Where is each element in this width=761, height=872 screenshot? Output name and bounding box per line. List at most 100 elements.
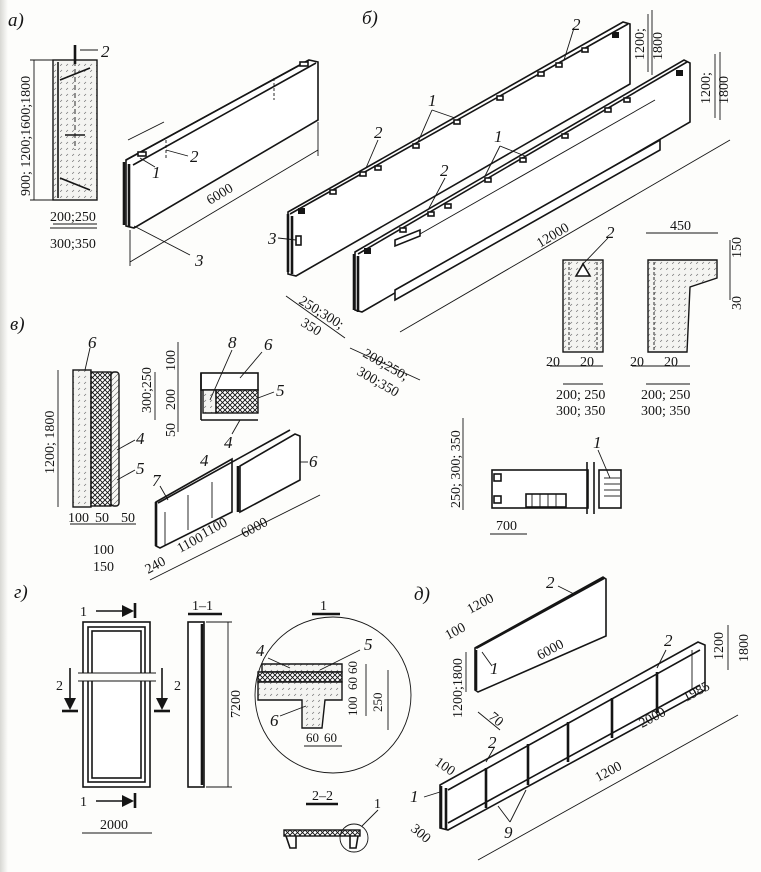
sheet-thickness: 100 <box>443 620 469 643</box>
callout-4: 4 <box>256 641 265 660</box>
sheet-width: 1200 <box>465 591 497 617</box>
frame-edge: 100 <box>432 755 458 779</box>
section-22-label: 2–2 <box>312 789 333 804</box>
dim-height: 900; 1200;1600;1800 <box>19 76 34 196</box>
dim-width-2000: 2000 <box>100 818 128 833</box>
sheet-height: 1200;1800 <box>451 658 466 718</box>
callout-9: 9 <box>504 823 513 842</box>
layer-50b: 50 <box>121 511 135 526</box>
detail-label: 1 <box>320 599 327 614</box>
callout-1: 1 <box>593 433 602 452</box>
panel-a-section: 2 900; 1200;1600;1800 200;250 300;350 <box>19 42 110 252</box>
width-1: 200; 250 <box>641 388 690 403</box>
dim-length-12000: 12000 <box>534 221 572 252</box>
dim-inner-width: 200;250 <box>50 210 96 225</box>
panel-g-section-22: 2–2 1 <box>283 789 381 853</box>
dim-h2: 1800 <box>651 32 666 60</box>
dim-length-6000: 6000 <box>204 181 236 208</box>
callout-5: 5 <box>136 459 145 478</box>
callout-8: 8 <box>228 333 237 352</box>
plan-height: 250; 300; 350 <box>449 430 464 508</box>
callout-2: 2 <box>606 223 615 242</box>
panel-b: б) 3 2 2 1 <box>267 8 745 535</box>
top-width: 450 <box>670 219 691 234</box>
panel-d-frame: 2 2 1 9 100 300 1200 2000 1985 1200 1800 <box>407 625 752 861</box>
dim-height: 1200; 1800 <box>43 411 58 474</box>
detail-ref: 1 <box>374 797 381 812</box>
cut-2-left: 2 <box>56 679 63 694</box>
panel-v-letter: в) <box>10 314 25 335</box>
dim-100: 100 <box>345 697 360 717</box>
dim-h2: 1800 <box>717 76 732 104</box>
panel-g: г) 1 1 2 2 2000 <box>14 582 412 853</box>
panel-b-section-b: 450 150 30 20 20 200; 250 300; 350 <box>630 219 745 419</box>
dim-h1: 1200; <box>633 28 648 60</box>
detail-200: 200 <box>164 389 179 410</box>
detail-100: 100 <box>164 350 179 371</box>
callout-1: 1 <box>494 127 503 146</box>
panel-g-letter: г) <box>14 582 28 603</box>
width-1: 200; 250 <box>556 388 605 403</box>
callout-2: 2 <box>374 123 383 142</box>
layer-50: 50 <box>95 511 109 526</box>
layer-total-150: 150 <box>93 560 114 575</box>
detail-50: 50 <box>164 423 179 437</box>
callout-1: 1 <box>490 659 499 678</box>
callout-3: 3 <box>194 251 204 270</box>
cover-left: 20 <box>630 355 644 370</box>
callout-7: 7 <box>152 471 162 490</box>
dim-h1: 1200; <box>699 72 714 104</box>
panel-b-letter: б) <box>362 8 378 29</box>
panel-a: а) 2 900; 1200;1600;1800 200;250 300;350 <box>8 10 319 270</box>
panel-b-upper: 3 2 2 1 1200; 1800 250;300; <box>267 10 666 340</box>
callout-2: 2 <box>546 573 555 592</box>
plan-width: 700 <box>496 519 517 534</box>
callout-5: 5 <box>276 381 285 400</box>
panel-d-letter: д) <box>414 584 430 605</box>
panel-d: д) 2 1 1200 100 1200;1800 6000 70 <box>407 573 752 861</box>
dim-250: 250 <box>370 693 385 713</box>
panel-a-iso: 2 1 6000 3 <box>122 59 319 270</box>
callout-6: 6 <box>88 333 97 352</box>
callout-6: 6 <box>270 711 279 730</box>
callout-2: 2 <box>572 15 581 34</box>
callout-4: 4 <box>224 433 233 452</box>
flange: 150 <box>730 237 745 258</box>
callout-1: 1 <box>152 163 161 182</box>
scan-shadow <box>0 0 8 872</box>
iso-edge: 240 <box>143 554 169 577</box>
callout-6: 6 <box>264 335 273 354</box>
cover-left: 20 <box>546 355 560 370</box>
frame-depth: 300 <box>407 822 433 847</box>
panel-g-elevation: 1 1 2 2 2000 <box>56 603 181 834</box>
callout-3: 3 <box>267 229 277 248</box>
callout-4: 4 <box>136 429 145 448</box>
cut-1-top: 1 <box>80 605 87 620</box>
callout-1: 1 <box>410 787 419 806</box>
cut-2-right: 2 <box>174 679 181 694</box>
cover-right: 20 <box>664 355 678 370</box>
detail-total: 300;250 <box>140 367 155 413</box>
panel-a-letter: а) <box>8 10 24 31</box>
dim-height-7200: 7200 <box>229 690 244 718</box>
dim-60b: 60 <box>345 677 360 690</box>
cover-right: 20 <box>580 355 594 370</box>
callout-2: 2 <box>488 733 497 752</box>
iso-length: 6000 <box>239 515 271 541</box>
dim-60a: 60 <box>345 661 360 674</box>
panel-b-plan: 1 250; 300; 350 700 <box>449 418 622 535</box>
panel-v-section: 6 4 5 1200; 1800 100 50 50 100 150 <box>43 333 145 575</box>
layer-100: 100 <box>68 511 89 526</box>
frame-h2: 1800 <box>737 634 752 662</box>
panel-d-sheet: 2 1 1200 100 1200;1800 6000 70 <box>443 573 607 731</box>
dim-outer-width: 300;350 <box>50 237 96 252</box>
width-2: 300; 350 <box>556 404 605 419</box>
section-11-label: 1–1 <box>192 599 213 614</box>
width-2: 300; 350 <box>641 404 690 419</box>
callout-2: 2 <box>101 42 110 61</box>
step: 30 <box>730 296 745 310</box>
panel-b-section-a: 2 20 20 200; 250 300; 350 <box>546 223 615 419</box>
frame-length: 1200 <box>593 759 625 785</box>
callout-4: 4 <box>200 451 209 470</box>
